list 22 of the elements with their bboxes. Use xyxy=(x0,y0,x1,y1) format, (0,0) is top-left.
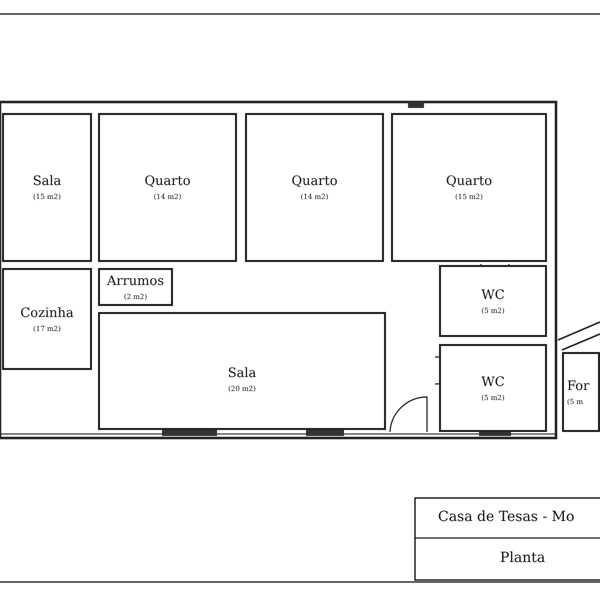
title-block-text: Planta xyxy=(500,550,546,566)
room-name: Sala xyxy=(228,366,256,381)
room-name: WC xyxy=(481,288,505,302)
room xyxy=(562,352,600,432)
room-name: Arrumos xyxy=(106,274,164,288)
room xyxy=(439,344,547,432)
room xyxy=(98,113,237,262)
room-name: Quarto xyxy=(446,174,492,189)
room xyxy=(2,268,92,370)
room-name: Quarto xyxy=(291,174,338,189)
room xyxy=(2,113,92,262)
title-block-text: Casa de Tesas - Mo xyxy=(438,509,574,525)
room-name: Quarto xyxy=(144,174,191,189)
room-name: Cozinha xyxy=(20,306,74,320)
room xyxy=(245,113,384,262)
room xyxy=(391,113,547,262)
room xyxy=(439,265,547,337)
room-name: For xyxy=(567,378,590,394)
room-name: Sala xyxy=(32,174,62,189)
room xyxy=(98,268,173,306)
room xyxy=(98,312,386,430)
room-name: WC xyxy=(481,374,505,390)
